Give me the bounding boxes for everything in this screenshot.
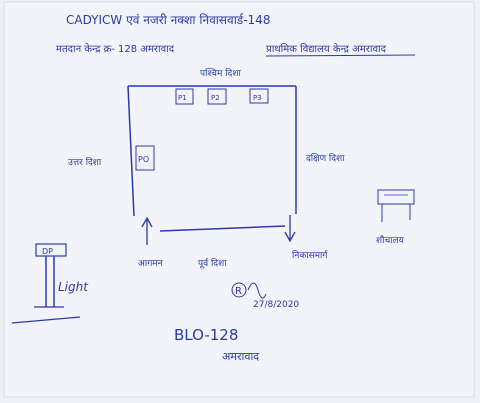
light-label: Light [58,280,89,294]
paper-background [3,1,475,398]
room-box-p3 [249,88,269,104]
exit-arrow-head-icon [284,231,296,243]
footer-place: अमरावाद [222,350,259,363]
signature-circle [231,282,247,298]
top-direction-label: पश्चिम दिशा [200,67,241,79]
room-box-p1-label: P1 [178,94,187,102]
left-room-box-label: PO [138,155,149,164]
signature-date: 27/8/2020 [253,300,299,310]
header-underline [265,54,416,57]
light-pole-box-label: DP [42,247,53,256]
bottom-direction-label: पूर्व दिशा [198,257,227,269]
light-pole-box [35,243,67,257]
side-symbol-label: शौचालय [376,234,405,246]
signature-initials: R [235,286,242,297]
header-line-2-left: मतदान केन्द्र क्र- 128 अमरावाद [56,43,175,55]
side-symbol-box [377,189,415,205]
right-direction-label: दक्षिण दिशा [306,152,345,164]
footer-code: BLO-128 [174,326,238,344]
entry-arrow-head-icon [141,216,153,228]
room-box-p2 [207,88,227,105]
room-box-p1 [175,88,194,105]
signature-stroke [247,282,267,299]
entry-label: आगमन [138,259,164,269]
room-box-p2-label: P2 [211,94,220,102]
building-bottom-wall [159,225,286,232]
room-box-p3-label: P3 [253,94,262,102]
left-direction-label: उत्तर दिशा [68,156,102,168]
ground-line [11,316,81,324]
header-line-1: CADYICW एवं नजरी नक्शा निवासवार्ड-148 [66,13,270,27]
building-left-wall [127,85,135,217]
exit-label: निकासमार्ग [292,249,328,261]
left-room-box [135,145,155,171]
header-line-2-right: प्राथमिक विद्यालय केन्द्र अमरावाद [266,43,387,55]
